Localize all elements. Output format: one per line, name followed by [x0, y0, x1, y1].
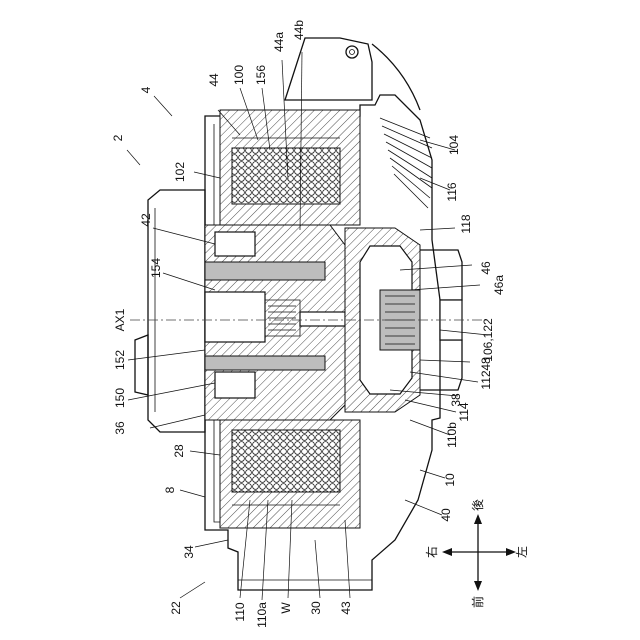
- label-30: 30: [309, 601, 323, 615]
- direction-indicator: [442, 514, 516, 591]
- label-152: 152: [113, 350, 127, 370]
- label-42: 42: [139, 213, 153, 227]
- direction-right-label: 右: [424, 546, 439, 558]
- label-44a: 44a: [272, 32, 286, 52]
- label-ax1: AX1: [113, 308, 127, 331]
- label-110: 110: [233, 602, 247, 621]
- lower-coil: [220, 420, 360, 528]
- cooling-fins: [380, 118, 432, 208]
- label-w: W: [279, 602, 293, 614]
- label-154: 154: [149, 258, 163, 278]
- direction-rear-label: 後: [471, 499, 485, 511]
- label-118: 118: [459, 214, 473, 233]
- label-114: 114: [457, 402, 471, 421]
- label-2: 2: [111, 134, 125, 141]
- label-110a: 110a: [255, 602, 269, 628]
- label-150: 150: [113, 388, 127, 408]
- label-104: 104: [447, 135, 461, 155]
- label-46: 46: [479, 261, 493, 275]
- direction-front-label: 前: [470, 596, 485, 608]
- label-22: 22: [169, 601, 183, 615]
- label-44b: 44b: [292, 20, 306, 40]
- label-34: 34: [182, 545, 196, 559]
- label-10: 10: [443, 473, 457, 487]
- center-assembly: [205, 225, 345, 420]
- label-36: 36: [113, 421, 127, 435]
- label-100: 100: [232, 65, 246, 85]
- label-40: 40: [439, 508, 453, 522]
- label-4: 4: [139, 86, 153, 93]
- upper-coil: [220, 110, 360, 225]
- label-46a: 46a: [492, 275, 506, 295]
- label-106-122: 106,122: [481, 318, 495, 362]
- label-43: 43: [339, 601, 353, 615]
- label-112: 112: [479, 370, 493, 389]
- label-156: 156: [254, 65, 268, 85]
- label-102: 102: [173, 162, 187, 182]
- label-44: 44: [207, 73, 221, 87]
- label-116: 116: [445, 182, 459, 201]
- label-110b: 110b: [445, 422, 459, 448]
- label-28: 28: [172, 444, 186, 458]
- label-8: 8: [163, 486, 177, 493]
- direction-left-label: 左: [514, 546, 529, 558]
